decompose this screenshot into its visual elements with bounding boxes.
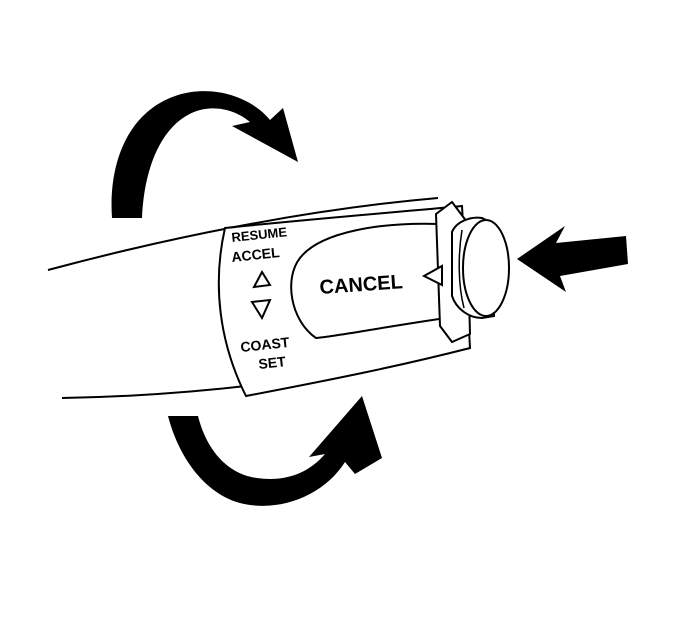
end-cap-knob[interactable] xyxy=(451,216,510,320)
triangle-up-icon[interactable] xyxy=(252,269,272,289)
cancel-button-recess xyxy=(290,222,448,340)
accel-label: ACCEL xyxy=(231,244,281,265)
triangle-left-icon[interactable] xyxy=(421,264,443,287)
curved-arrow-clockwise-icon xyxy=(111,91,299,218)
resume-label: RESUME xyxy=(231,224,288,245)
coast-label: COAST xyxy=(240,334,291,355)
set-label: SET xyxy=(258,353,287,372)
arrow-left-icon xyxy=(517,226,628,292)
triangle-down-icon[interactable] xyxy=(250,298,272,321)
curved-arrow-counterclockwise-icon xyxy=(168,396,382,506)
